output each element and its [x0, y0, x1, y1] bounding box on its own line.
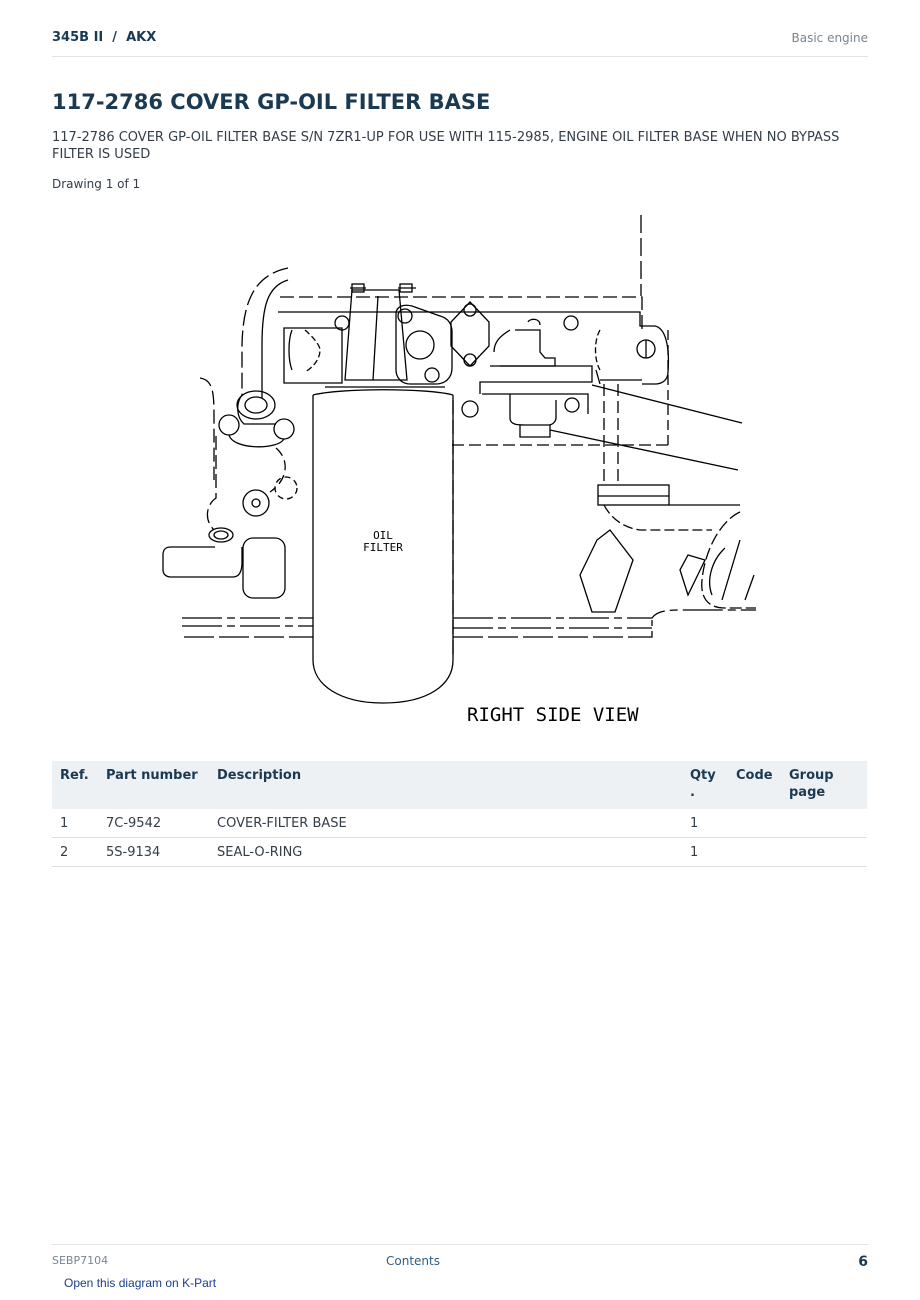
table-row: 1 7C-9542 COVER-FILTER BASE 1 [52, 809, 867, 838]
col-part-number: Part number [98, 761, 209, 809]
cell-ref: 1 [52, 809, 98, 838]
cell-description: SEAL-O-RING [209, 837, 682, 867]
cell-group-page [781, 837, 867, 867]
cell-code [728, 837, 781, 867]
col-description: Description [209, 761, 682, 809]
col-ref: Ref. [52, 761, 98, 809]
document-code: SEBP7104 [52, 1254, 109, 1267]
page-subtitle: 117-2786 COVER GP-OIL FILTER BASE S/N 7Z… [52, 130, 840, 162]
parts-diagram: OIL FILTER RIGHT SIDE VIEW [162, 215, 756, 726]
page-number: 6 [858, 1254, 868, 1270]
kpart-diagram-link[interactable]: Open this diagram on K-Part [64, 1276, 217, 1290]
table-row: 2 5S-9134 SEAL-O-RING 1 [52, 837, 867, 867]
cell-part-number: 7C-9542 [98, 809, 209, 838]
cell-group-page [781, 809, 867, 838]
cell-ref: 2 [52, 837, 98, 867]
col-code: Code [728, 761, 781, 809]
filter-label-line1: OIL [373, 529, 393, 542]
contents-link[interactable]: Contents [386, 1254, 440, 1268]
cell-code [728, 809, 781, 838]
col-group-page: Group page [781, 761, 867, 809]
page-title: 117-2786 COVER GP-OIL FILTER BASE [52, 90, 491, 114]
cell-part-number: 5S-9134 [98, 837, 209, 867]
cell-description: COVER-FILTER BASE [209, 809, 682, 838]
cell-qty: 1 [682, 837, 728, 867]
cell-qty: 1 [682, 809, 728, 838]
page-header: 345B II / AKX Basic engine [52, 28, 868, 57]
parts-table: Ref. Part number Description Qty . Code … [52, 761, 867, 867]
drawing-count: Drawing 1 of 1 [52, 177, 141, 191]
filter-label-line2: FILTER [363, 541, 403, 554]
view-label: RIGHT SIDE VIEW [467, 704, 639, 726]
page-footer: SEBP7104 Contents 6 [52, 1244, 868, 1270]
section-label: Basic engine [791, 31, 868, 45]
table-header-row: Ref. Part number Description Qty . Code … [52, 761, 867, 809]
model-label: 345B II / AKX [52, 30, 157, 45]
col-qty: Qty . [682, 761, 728, 809]
